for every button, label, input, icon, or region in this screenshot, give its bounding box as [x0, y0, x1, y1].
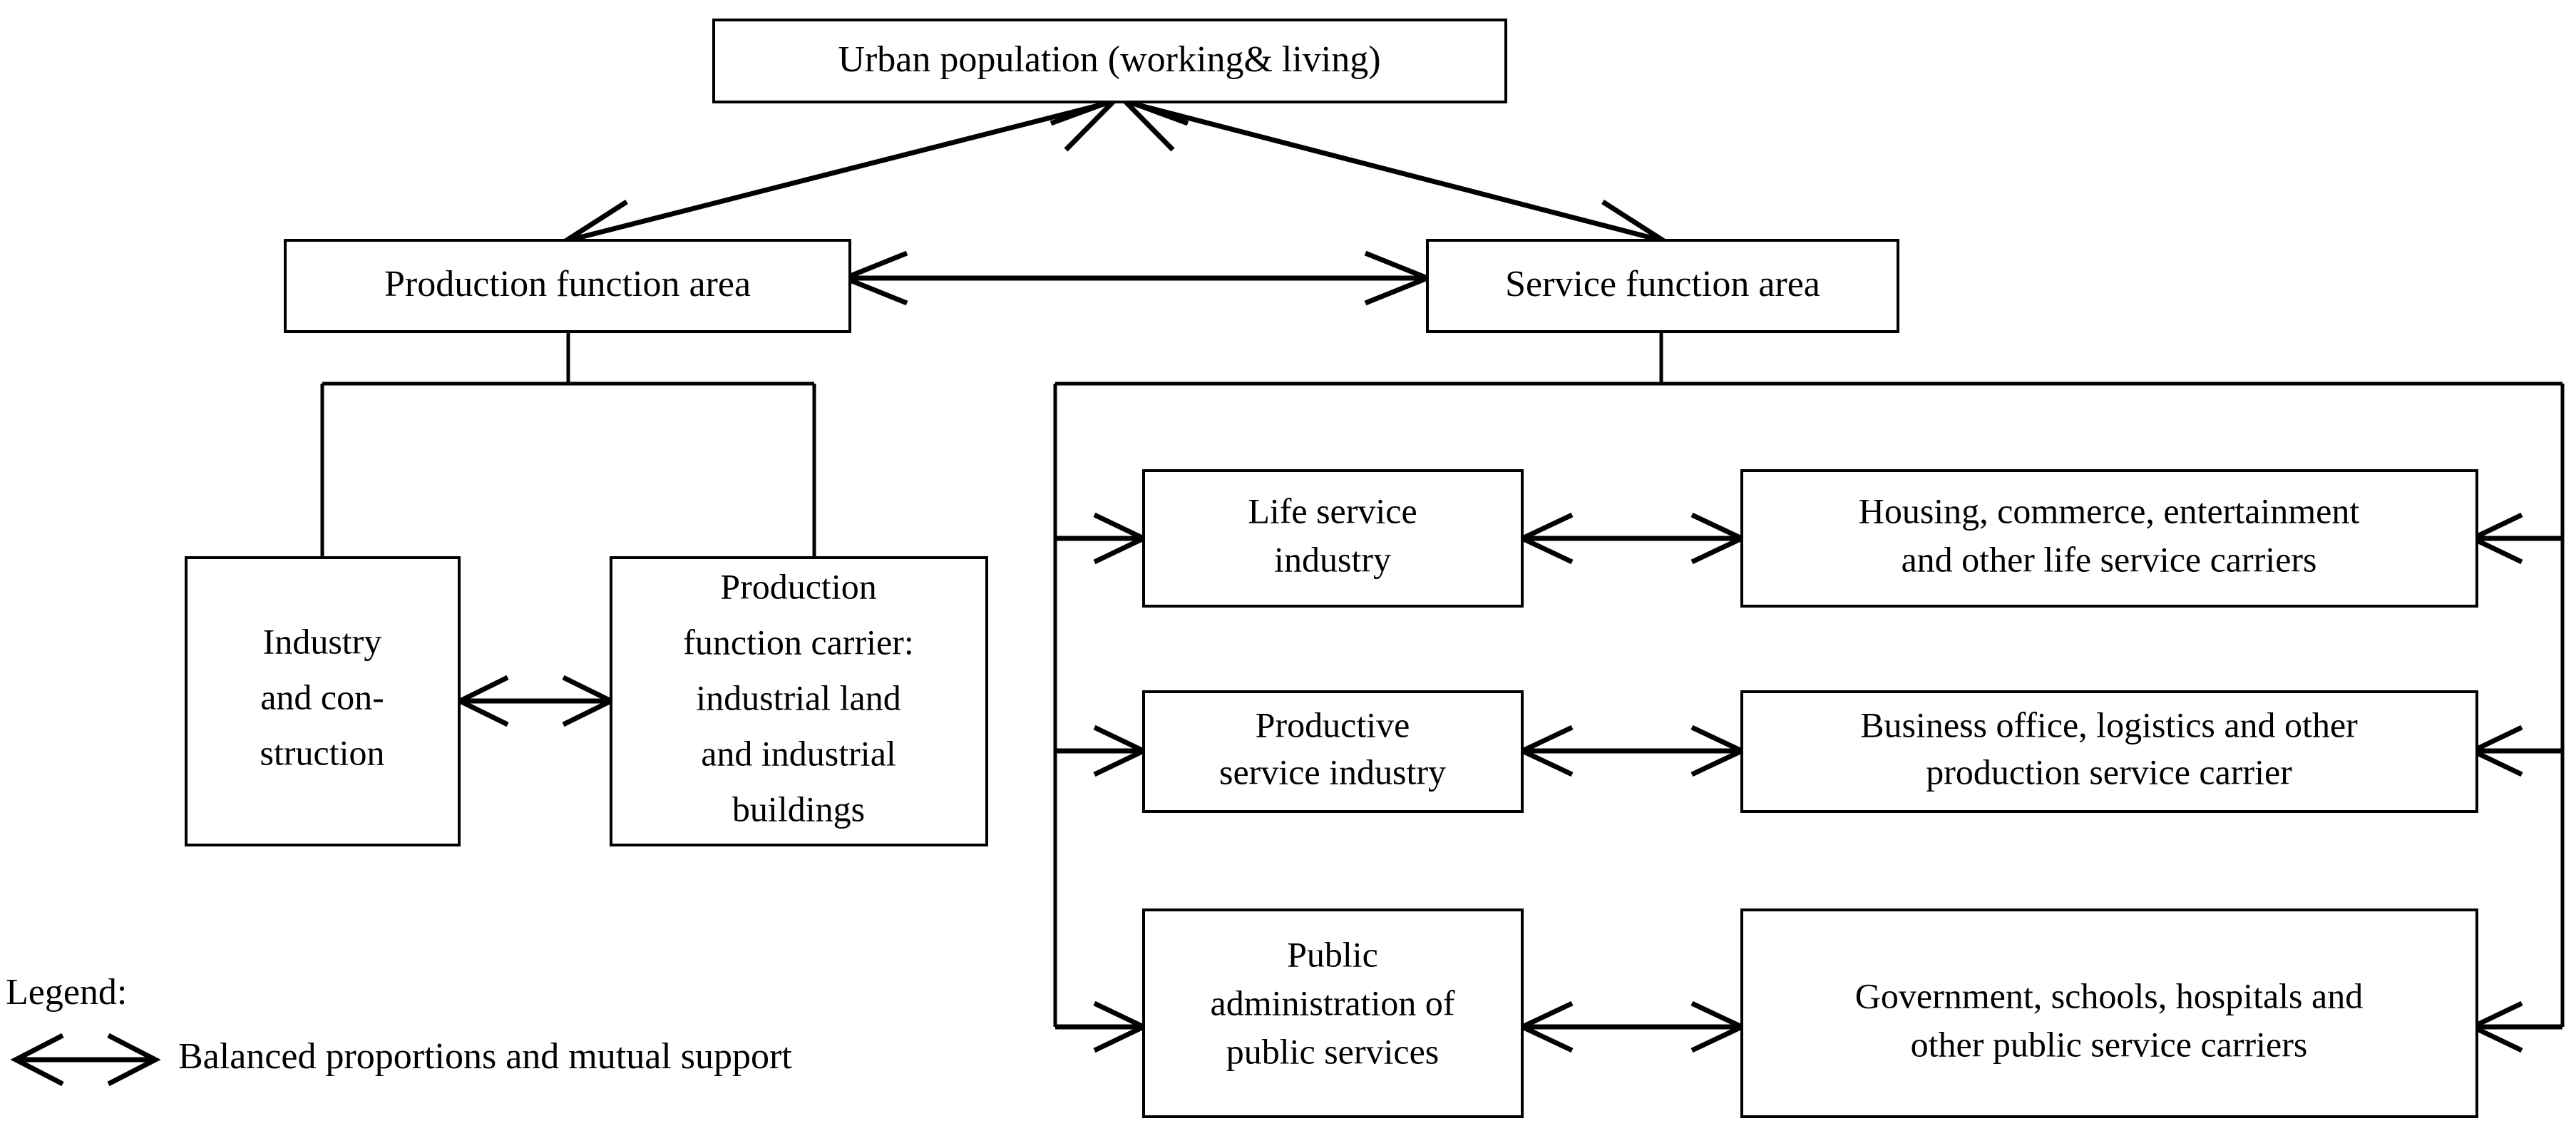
node-production-service-carrier-line-2: production service carrier: [1926, 752, 2292, 792]
node-production-service-carrier[interactable]: Business office, logistics and other pro…: [1740, 690, 2478, 813]
legend-description: Balanced proportions and mutual support: [178, 1036, 792, 1077]
arrow-service-branch-public: [1055, 1000, 1150, 1053]
node-industry-line-2: and con-: [260, 677, 384, 717]
arrow-production-to-service: [838, 250, 1435, 306]
arrow-population-to-production: [556, 97, 1117, 260]
arrow-carrier-branch-production: [2466, 725, 2562, 777]
node-life-service-carriers-line-1: Housing, commerce, entertainment: [1859, 491, 2360, 531]
node-life-service-carriers-line-2: and other life service carriers: [1901, 539, 2316, 579]
arrow-population-to-service: [1122, 97, 1673, 260]
node-productive-service-industry-line-1: Productive: [1256, 705, 1410, 744]
connector-service-bracket-left: [1053, 332, 2565, 1027]
arrow-row-life: [1516, 512, 1748, 565]
connector-production-bracket: [320, 332, 816, 558]
node-life-service-carriers[interactable]: Housing, commerce, entertainment and oth…: [1740, 469, 2478, 608]
node-service-function-area[interactable]: Service function area: [1426, 239, 1899, 333]
node-public-administration-line-1: Public: [1287, 934, 1378, 974]
arrow-row-productive: [1516, 725, 1748, 777]
node-life-service-industry-line-1: Life service: [1248, 491, 1417, 531]
node-service-function-area-label: Service function area: [1505, 264, 1820, 304]
node-public-service-carriers-line-2: other public service carriers: [1911, 1024, 2308, 1064]
node-industry-line-3: struction: [260, 732, 385, 772]
node-production-function-area[interactable]: Production function area: [284, 239, 851, 333]
node-public-service-carriers-line-1: Government, schools, hospitals and: [1855, 976, 2363, 1015]
arrow-service-branch-life: [1055, 512, 1150, 565]
arrow-row-public: [1516, 1000, 1748, 1053]
node-life-service-industry[interactable]: Life service industry: [1142, 469, 1524, 608]
node-carrier-line-1: Production: [720, 566, 876, 606]
node-urban-population-label: Urban population (working& living): [838, 39, 1380, 80]
arrow-service-branch-productive: [1055, 725, 1150, 777]
node-urban-population[interactable]: Urban population (working& living): [712, 19, 1507, 103]
node-production-service-carrier-line-1: Business office, logistics and other: [1860, 705, 2358, 744]
node-production-function-area-label: Production function area: [384, 264, 751, 304]
node-productive-service-industry-line-2: service industry: [1219, 752, 1446, 792]
node-public-administration-line-2: administration of: [1211, 983, 1455, 1023]
legend: Legend: Balanced proportions and mutual …: [6, 972, 792, 1087]
arrow-carrier-branch-public: [2466, 1000, 2562, 1053]
node-public-administration-line-3: public services: [1226, 1031, 1440, 1071]
legend-heading: Legend:: [6, 972, 127, 1013]
node-carrier-line-3: industrial land: [696, 677, 900, 717]
node-carrier-line-5: buildings: [732, 789, 865, 829]
node-industry-line-1: Industry: [263, 621, 382, 661]
node-life-service-industry-line-2: industry: [1274, 539, 1391, 579]
node-carrier-line-2: function carrier:: [683, 622, 913, 662]
node-production-function-carrier[interactable]: Production function carrier: industrial …: [610, 556, 988, 846]
double-headed-arrow-icon: [10, 1033, 161, 1087]
node-industry-and-construction[interactable]: Industry and con- struction: [185, 556, 461, 846]
node-productive-service-industry[interactable]: Productive service industry: [1142, 690, 1524, 813]
node-public-administration[interactable]: Public administration of public services: [1142, 908, 1524, 1118]
arrow-industry-to-carrier: [454, 675, 617, 727]
arrow-carrier-branch-life: [2466, 512, 2562, 565]
node-carrier-line-4: and industrial: [701, 733, 896, 773]
node-public-service-carriers[interactable]: Government, schools, hospitals and other…: [1740, 908, 2478, 1118]
